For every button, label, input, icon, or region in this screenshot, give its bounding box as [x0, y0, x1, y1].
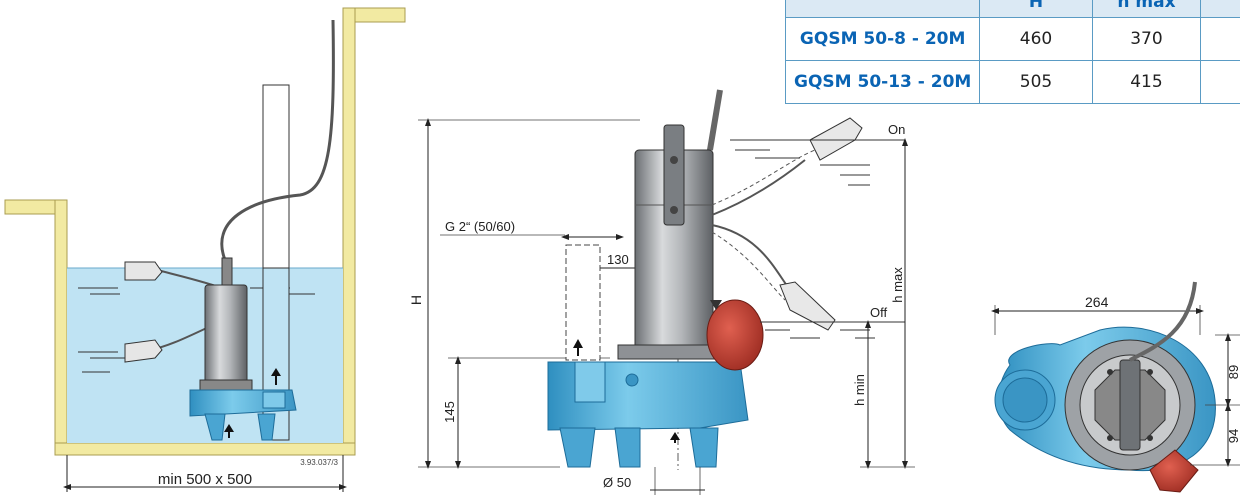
h-min-label: h min	[852, 374, 867, 406]
pit-size-label: min 500 x 500	[158, 471, 252, 488]
installation-view: min 500 x 500 3.93.037/3	[4, 7, 406, 492]
dim-89-label: 89	[1226, 365, 1240, 379]
float-switch-lower	[124, 339, 163, 363]
H-dimension-label: H	[408, 295, 424, 305]
table-cell-H: 505	[979, 60, 1093, 104]
float-switch-upper	[124, 261, 163, 281]
outlet-label: G 2“ (50/60)	[445, 219, 515, 234]
spec-table: H h max GQSM 50-8 - 20M 460 370 GQSM 50-…	[784, 0, 1240, 104]
width-264-label: 264	[1085, 294, 1109, 310]
table-cell-hmax: 370	[1091, 17, 1202, 61]
pump-small	[189, 257, 297, 441]
dia-50-label: Ø 50	[603, 475, 631, 490]
float-switch-off	[779, 281, 836, 331]
top-view: 264 89 94	[991, 281, 1240, 493]
pump-motor	[617, 124, 731, 360]
pump-volute	[547, 361, 749, 468]
pit-floor	[54, 442, 356, 456]
pit-wall-right	[342, 7, 356, 456]
float-switch-on	[809, 117, 863, 161]
table-row: GQSM 50-13 - 20M 505 415	[784, 60, 1240, 104]
table-cell-H: 460	[979, 17, 1093, 61]
side-view: H 145 G 2“ (50/60) 130	[408, 89, 915, 495]
dim-94-label: 94	[1226, 429, 1240, 443]
pit-wall-left	[54, 199, 68, 456]
table-cell-model: GQSM 50-13 - 20M	[784, 60, 981, 104]
table-cell-hmax: 415	[1091, 60, 1202, 104]
table-row: GQSM 50-8 - 20M 460 370	[784, 17, 1240, 61]
dim-130-label: 130	[607, 252, 629, 267]
h-max-label: h max	[890, 267, 905, 303]
table-header-H: H	[979, 0, 1093, 18]
float-red	[706, 299, 764, 371]
table-cell-cut	[1200, 60, 1240, 104]
float-red-top	[1149, 449, 1199, 493]
drawing-ref-code: 3.93.037/3	[300, 458, 338, 467]
dim-145-label: 145	[442, 401, 457, 423]
table-cell-model: GQSM 50-8 - 20M	[784, 17, 981, 61]
on-label: On	[888, 122, 905, 137]
off-label: Off	[870, 305, 887, 320]
